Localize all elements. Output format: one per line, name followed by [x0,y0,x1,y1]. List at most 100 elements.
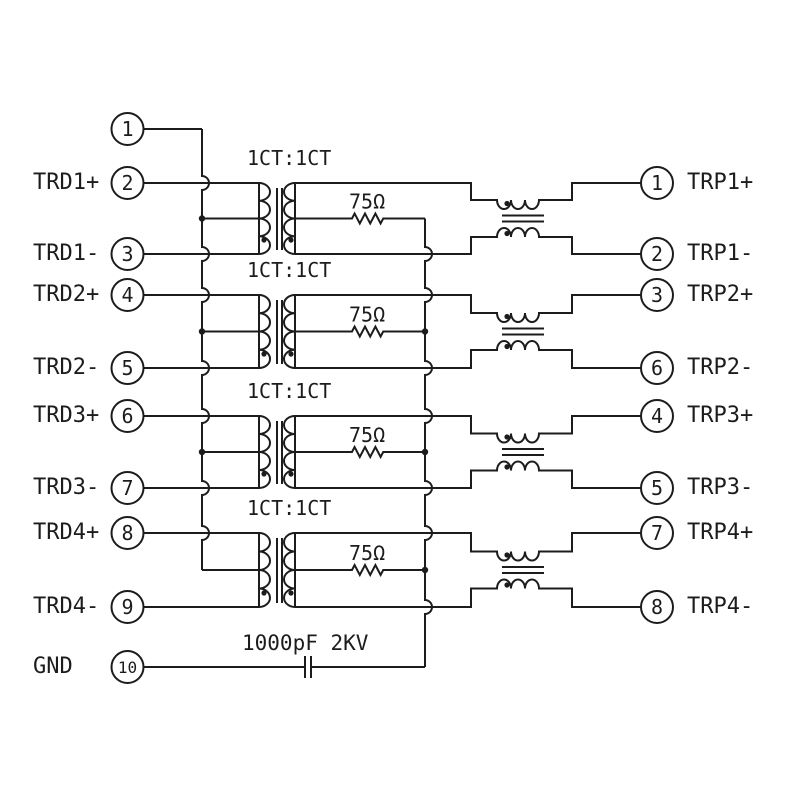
right-pin-circle-3 [640,278,674,312]
resistor-1-value-label: 75Ω [349,190,385,214]
transformer-2-primary-winding [258,294,271,369]
left-pin-label-TRD1+: TRD1+ [33,170,99,195]
left-pin-number-6: 6 [121,404,133,428]
left-pin-label-TRD4+: TRD4+ [33,520,99,545]
right-pin-number-6: 6 [651,356,663,380]
right-pin-label-TRP4+: TRP4+ [687,520,753,545]
right-pin-number-1: 1 [651,171,663,195]
choke-1-bottom-path [295,227,641,255]
secondary-ct-junction-2 [421,328,429,335]
right-pin-number-7: 7 [651,521,663,545]
right-pin-number-8: 8 [651,595,663,619]
transformer-4-secondary-polarity-dot [288,590,294,596]
transformer-4-primary-winding [258,532,271,608]
right-pin-circle-4 [640,399,674,433]
secondary-ct-junction-3 [421,448,429,456]
left-pin-label-TRD2-: TRD2- [33,355,99,380]
left-pin-number-3: 3 [121,242,133,266]
transformer-1-primary-polarity-dot [261,237,267,243]
right-pin-label-TRP3-: TRP3- [687,475,753,500]
left-pin-label-GND: GND [33,654,73,679]
right-pin-label-TRP1-: TRP1- [687,241,753,266]
left-pin-label-TRD3+: TRD3+ [33,403,99,428]
transformer-3-secondary-winding [283,415,296,489]
choke-3-bottom-polarity-dot [504,464,510,470]
transformer-1-primary-winding [258,182,271,255]
right-pin-label-TRP1+: TRP1+ [687,170,753,195]
left-pin-number-4: 4 [121,283,133,307]
left-pin-circle-3 [110,237,145,271]
choke-1-top-polarity-dot [504,200,510,207]
transformer-4-primary-polarity-dot [261,590,267,596]
left-pin-circle-10 [110,650,145,684]
choke-4-bottom-polarity-dot [504,582,510,588]
choke-4-bottom-path [295,578,641,608]
transformer-3-primary-winding [258,415,271,489]
resistor-3-value-label: 75Ω [349,423,385,447]
capacitor-value-label: 1000pF 2KV [242,631,369,655]
transformer-1-ratio-label: 1CT:1CT [247,146,331,170]
right-pin-circle-2 [640,237,674,271]
resistor-2-value-label: 75Ω [349,303,385,327]
left-pin-number-5: 5 [121,356,133,380]
transformer-1-secondary-winding [283,182,296,255]
transformer-4-secondary-winding [283,532,296,608]
resistor-4-wire [295,562,425,578]
primary-ct-junction-3 [198,448,206,456]
left-pin-circle-8 [110,516,145,550]
left-pin-number-7: 7 [121,476,133,500]
left-pin-circle-6 [110,399,145,433]
choke-4-top-polarity-dot [504,552,510,558]
choke-1-bottom-polarity-dot [504,230,510,237]
transformer-3-secondary-polarity-dot [288,471,294,477]
left-pin-number-2: 2 [121,171,133,195]
left-pin-circle-1 [110,112,145,146]
right-pin-label-TRP3+: TRP3+ [687,403,753,428]
primary-ct-bus [201,129,210,570]
resistor-3-wire [295,444,425,460]
left-pin-circle-7 [110,471,145,505]
left-pin-label-TRD1-: TRD1- [33,241,99,266]
transformer-1-secondary-polarity-dot [288,237,294,243]
right-pin-label-TRP2-: TRP2- [687,355,753,380]
left-pin-number-9: 9 [121,595,133,619]
left-pin-number-8: 8 [121,521,133,545]
transformer-3-primary-polarity-dot [261,471,267,477]
right-pin-circle-1 [640,166,674,200]
right-pin-circle-8 [640,590,674,624]
left-pin-label-TRD2+: TRD2+ [33,282,99,307]
transformer-3-ratio-label: 1CT:1CT [247,379,331,403]
right-pin-circle-5 [640,471,674,505]
right-pin-label-TRP2+: TRP2+ [687,282,753,307]
resistor-4-value-label: 75Ω [349,541,385,565]
left-pin-number-10: 10 [118,658,137,677]
transformer-2-secondary-polarity-dot [288,351,294,357]
left-pin-number-1: 1 [121,117,133,141]
choke-3-bottom-path [295,460,641,489]
right-pin-circle-6 [640,351,674,385]
right-pin-circle-7 [640,516,674,550]
right-pin-number-2: 2 [651,242,663,266]
left-pin-circle-9 [110,590,145,624]
resistor-2-wire [295,324,425,339]
primary-ct-junction-1 [198,215,206,222]
left-pin-circle-5 [110,351,145,385]
left-pin-label-TRD3-: TRD3- [33,475,99,500]
secondary-ct-bus [424,218,433,667]
transformer-2-primary-polarity-dot [261,351,267,357]
choke-3-top-polarity-dot [504,434,510,440]
transformer-2-ratio-label: 1CT:1CT [247,258,331,282]
transformer-4-ratio-label: 1CT:1CT [247,496,331,520]
right-pin-number-4: 4 [651,404,663,428]
choke-3-top-path [295,415,641,444]
left-pin-circle-4 [110,278,145,312]
transformer-2-secondary-winding [283,294,296,369]
left-pin-label-TRD4-: TRD4- [33,594,99,619]
choke-2-bottom-polarity-dot [504,343,510,350]
secondary-ct-junction-4 [421,566,429,574]
right-pin-number-3: 3 [651,283,663,307]
right-pin-label-TRP4-: TRP4- [687,594,753,619]
right-pin-number-5: 5 [651,476,663,500]
